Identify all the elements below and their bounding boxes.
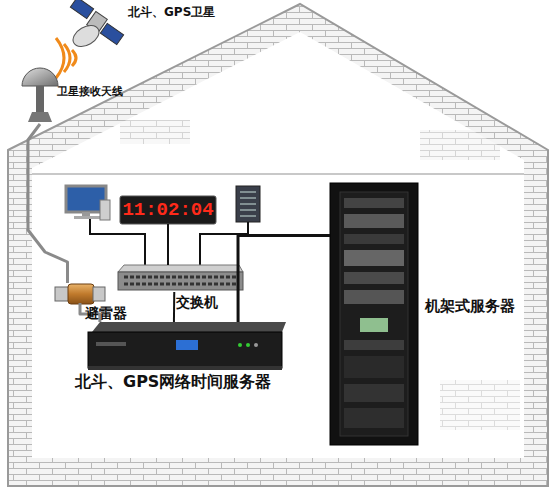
- antenna-icon: [22, 68, 58, 122]
- cable: [238, 235, 330, 322]
- switch-node: 交换机: [118, 265, 243, 292]
- cable: [173, 292, 175, 322]
- house-interior: [32, 32, 524, 458]
- satellite-node: 北斗、GPS卫星: [68, 0, 126, 55]
- cable: [28, 124, 68, 283]
- house-wall: [8, 4, 548, 486]
- switch-icon: [118, 265, 243, 290]
- clock-node: 11:02:04: [120, 196, 216, 224]
- arrester-node: 避雷器: [55, 283, 105, 303]
- tower-server-icon: [236, 186, 260, 222]
- device-label: 北斗、GPS网络时间服务器: [75, 373, 271, 391]
- cable: [167, 224, 169, 265]
- device-label: 避雷器: [85, 305, 127, 321]
- arrester-icon: [55, 284, 105, 304]
- network-wire: [200, 222, 248, 265]
- time-server-node: 北斗、GPS网络时间服务器: [88, 322, 286, 370]
- antenna-node: 卫星接收天线: [18, 62, 62, 124]
- time-server-icon: [88, 322, 286, 370]
- clock-display: [120, 196, 216, 224]
- rack-server-node: 机架式服务器: [330, 183, 418, 445]
- satellite-icon: [69, 0, 123, 51]
- clock-digits: 11:02:04: [120, 196, 216, 224]
- device-label: 交换机: [176, 294, 218, 310]
- network-wire: [90, 219, 145, 265]
- device-label: 北斗、GPS卫星: [128, 6, 215, 20]
- rack-icon: [330, 183, 418, 445]
- device-label: 卫星接收天线: [57, 86, 123, 99]
- computer-icon: [66, 186, 110, 220]
- signal-waves: [56, 38, 76, 78]
- device-label: 机架式服务器: [425, 298, 515, 315]
